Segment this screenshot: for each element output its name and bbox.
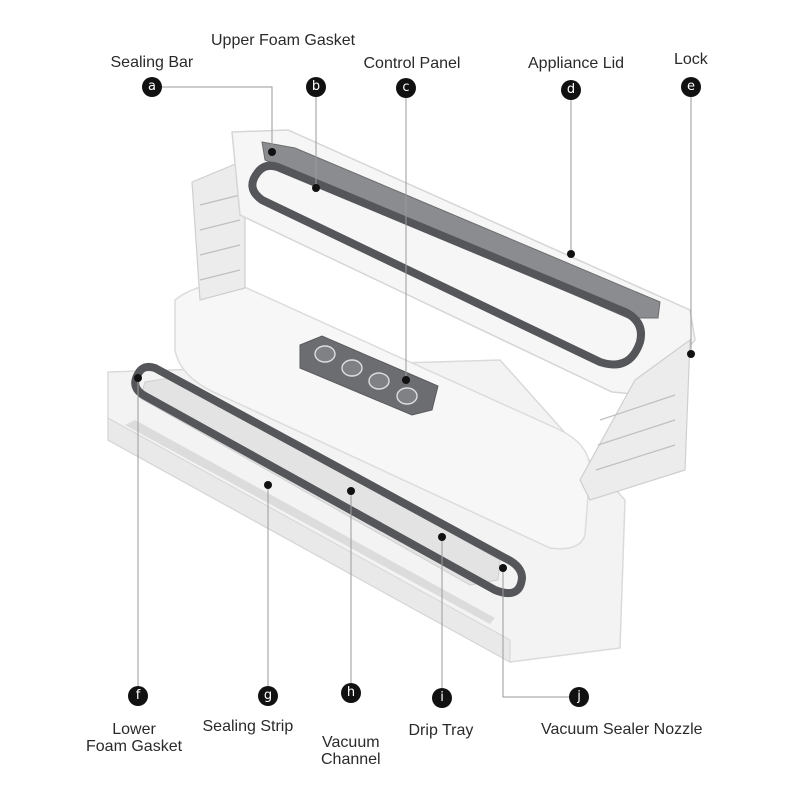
label-line: Lower [112, 721, 156, 738]
lower-foam-gasket [131, 362, 527, 597]
label-sealing-bar: Sealing Bar [110, 53, 194, 71]
label-line: Channel [321, 751, 381, 768]
callout-dot-i [438, 533, 446, 541]
callout-dot-d [567, 250, 575, 258]
upper-sealing-bar [261, 141, 661, 319]
lid-hinge-right [579, 338, 691, 501]
label-lock: Lock [674, 50, 708, 68]
callout-dot-h [347, 487, 355, 495]
callout-marker-h: h [341, 683, 361, 703]
callout-dot-j [499, 564, 507, 572]
label-sealing-strip: Sealing Strip [202, 717, 294, 735]
leader-line-j [502, 568, 569, 698]
callout-marker-f: f [128, 686, 148, 706]
callout-marker-c: c [396, 78, 416, 98]
label-upper-foam-gasket: Upper Foam Gasket [211, 31, 356, 49]
label-line: Vacuum [322, 734, 380, 751]
callout-marker-e: e [681, 77, 701, 97]
upper-foam-gasket [248, 161, 645, 369]
label-line: Foam Gasket [86, 738, 183, 755]
control-buttons [314, 345, 418, 405]
callout-dot-c [402, 376, 410, 384]
callout-marker-b: b [306, 77, 326, 97]
callout-dot-e [687, 350, 695, 358]
label-appliance-lid: Appliance Lid [528, 54, 625, 72]
callout-marker-d: d [561, 80, 581, 100]
base-front-face [107, 417, 511, 663]
callout-dot-b [312, 184, 320, 192]
label-vacuum-sealer-nozzle: Vacuum Sealer Nozzle [541, 720, 703, 738]
callout-marker-j: j [569, 687, 589, 707]
lower-sealing-strip [125, 420, 495, 624]
callout-marker-a: a [142, 77, 162, 97]
callout-marker-g: g [258, 686, 278, 706]
label-control-panel: Control Panel [363, 54, 461, 72]
callout-marker-i: i [432, 688, 452, 708]
hinge-right-ribs [595, 394, 676, 471]
lid-hinge-left [191, 159, 246, 301]
leader-line-a [162, 86, 273, 152]
callout-dot-g [264, 481, 272, 489]
hinge-left-ribs [199, 194, 241, 281]
label-drip-tray: Drip Tray [408, 721, 474, 739]
callout-dot-a [268, 148, 276, 156]
callout-dot-f [134, 374, 142, 382]
